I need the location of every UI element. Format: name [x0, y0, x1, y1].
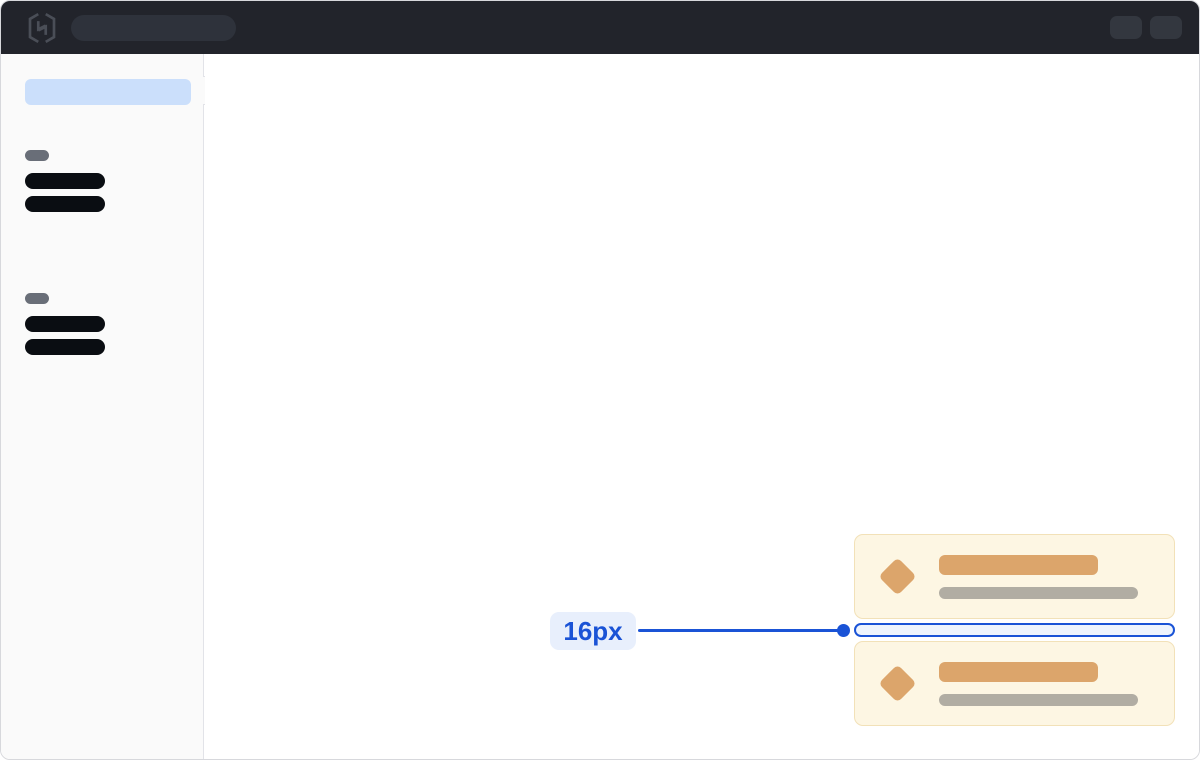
user-menu-button[interactable]: [1150, 16, 1182, 39]
sidebar-section-label: [25, 150, 49, 161]
card-text-block: [939, 661, 1138, 706]
sidebar-item[interactable]: [25, 316, 105, 332]
sidebar-item[interactable]: [25, 196, 105, 212]
card-subtitle-skeleton: [939, 693, 1138, 706]
card-subtitle-skeleton: [939, 586, 1138, 599]
sidebar: [1, 54, 204, 759]
search-input[interactable]: [71, 14, 236, 41]
card-list: [854, 534, 1175, 726]
sidebar-section-label: [25, 293, 49, 304]
list-card[interactable]: [854, 641, 1175, 726]
sidebar-item[interactable]: [25, 339, 105, 355]
diamond-icon: [878, 664, 917, 703]
hashicorp-logo-icon: [28, 12, 56, 43]
spacing-highlight-rect: [854, 623, 1175, 637]
list-card[interactable]: [854, 534, 1175, 619]
diamond-icon: [878, 557, 917, 596]
top-nav-bar: [1, 1, 1199, 54]
card-title-skeleton: [939, 661, 1098, 682]
card-text-block: [939, 554, 1138, 599]
sidebar-item-selected[interactable]: [25, 79, 191, 105]
card-title-skeleton: [939, 554, 1098, 575]
spacing-annotation-line: [638, 629, 841, 632]
spacing-annotation-label: 16px: [550, 612, 636, 650]
sidebar-item[interactable]: [25, 173, 105, 189]
help-button[interactable]: [1110, 16, 1142, 39]
spacing-annotation-dot: [837, 624, 850, 637]
